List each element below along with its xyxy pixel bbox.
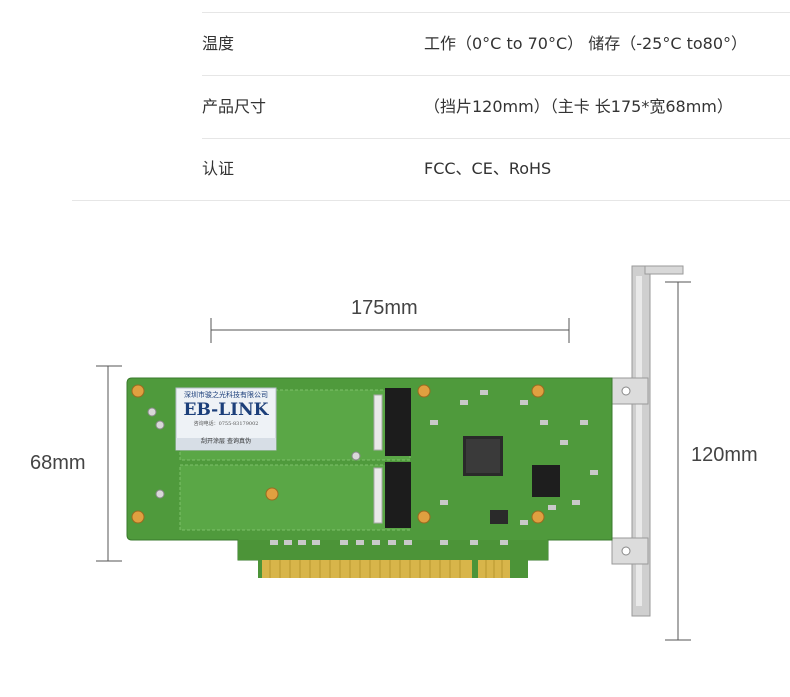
width-dimension-line	[96, 365, 122, 562]
spec-row-temperature: 温度 工作（0°C to 70°C） 储存（-25°C to80°）	[202, 13, 790, 76]
gold-fingers	[262, 560, 510, 578]
spec-label: 认证	[202, 159, 235, 178]
spec-value: （挡片120mm）（主卡 长175*宽68mm）	[424, 97, 733, 116]
controller-chip	[463, 436, 503, 476]
brand-sticker	[175, 387, 277, 451]
sticker-company: 深圳市骏之光科技有限公司	[184, 391, 268, 399]
pcie-bracket	[611, 265, 684, 617]
spec-row-size: 产品尺寸 （挡片120mm）（主卡 长175*宽68mm）	[202, 76, 790, 139]
sticker-text: 深圳市骏之光科技有限公司 EB-LINK 咨询电话：0755-83179002 …	[176, 388, 276, 450]
smd-components	[270, 390, 598, 545]
spec-label: 产品尺寸	[202, 97, 267, 116]
spec-row-certification: 认证 FCC、CE、RoHS	[72, 138, 790, 201]
mounting-holes	[131, 384, 545, 524]
length-dimension-line	[210, 318, 570, 343]
length-label: 175mm	[351, 297, 418, 319]
bracket-dimension-line	[665, 281, 691, 641]
spec-label: 温度	[202, 34, 235, 53]
spec-top-divider	[202, 12, 790, 13]
sticker-brand: EB-LINK	[183, 400, 269, 420]
sticker-bottom: 刮开涂层 查询真伪	[201, 438, 251, 445]
secondary-chip	[532, 465, 560, 497]
bracket-height-label: 120mm	[691, 444, 758, 466]
small-chip	[490, 510, 508, 524]
spec-value: FCC、CE、RoHS	[424, 159, 552, 178]
screws	[147, 407, 361, 499]
spec-value: 工作（0°C to 70°C） 储存（-25°C to80°）	[424, 34, 748, 53]
sticker-phone: 咨询电话：0755-83179002	[193, 421, 259, 427]
width-label: 68mm	[30, 452, 86, 474]
